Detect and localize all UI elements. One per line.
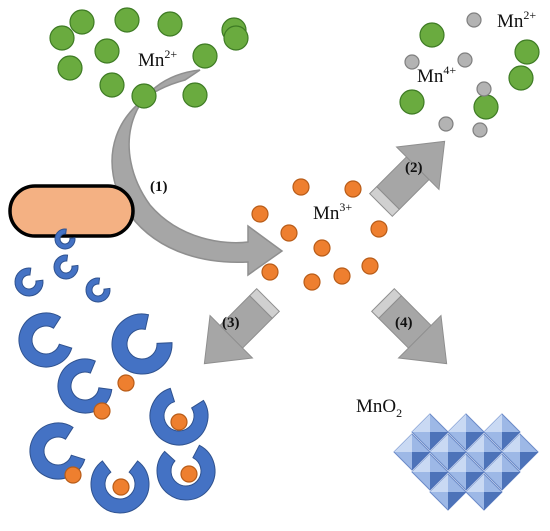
- mn2-mn4-ion-cluster: [399, 12, 540, 138]
- mn2-ion: [514, 39, 540, 65]
- mn4-ion: [457, 52, 473, 68]
- mno2-octahedron: [465, 433, 503, 471]
- bound-mn3-ion: [112, 478, 130, 496]
- mno2-octahedron: [483, 453, 521, 491]
- mno2-octahedron: [393, 433, 431, 471]
- mno2-octahedron: [483, 413, 521, 451]
- mn4-ion: [472, 122, 488, 138]
- mn2-ion: [94, 38, 120, 64]
- mn2-ion: [131, 83, 157, 109]
- siderophore-small: [53, 254, 79, 280]
- siderophore-small: [14, 267, 44, 297]
- siderophore-group: [14, 228, 216, 514]
- siderophore-large: [156, 444, 216, 501]
- mn2-ion: [57, 55, 83, 81]
- mno2-crystal-icon: [393, 413, 539, 511]
- siderophore-small: [54, 228, 76, 250]
- arrow-2: [368, 140, 446, 218]
- mn2-ion: [508, 65, 534, 91]
- mn3-ion: [344, 180, 362, 198]
- mn4-ion: [404, 54, 420, 70]
- mn2-ion: [69, 9, 95, 35]
- mn2-ion-cluster: [49, 7, 249, 109]
- bound-mn3-ion: [93, 402, 111, 420]
- mn2-ion: [114, 7, 140, 33]
- mn2-ion: [473, 94, 499, 120]
- mn4-label: Mn4+: [417, 63, 456, 87]
- mn3-ion-cluster: [251, 178, 388, 291]
- step-4-label: (4): [395, 315, 413, 331]
- mn3-ion: [303, 273, 321, 291]
- arrow-4: [370, 287, 448, 365]
- mn4-ion: [438, 116, 454, 132]
- mno2-octahedron: [465, 473, 503, 511]
- mn2-ion: [192, 43, 218, 69]
- step-2-label: (2): [405, 160, 423, 176]
- arrow-3: [203, 287, 281, 365]
- mn2-ion: [49, 25, 75, 51]
- bound-mn3-ion: [180, 465, 198, 483]
- mn4-ion: [476, 81, 492, 97]
- mno2-octahedron: [447, 453, 485, 491]
- mn2-right-label: Mn2+: [497, 8, 536, 32]
- step-3-label: (3): [222, 315, 240, 331]
- mno2-octahedron: [411, 413, 449, 451]
- mn3-ion: [261, 263, 279, 281]
- mn2-ion: [157, 11, 183, 37]
- mno2-octahedron: [411, 453, 449, 491]
- mn3-ion: [361, 257, 379, 275]
- bound-mn3-ion: [117, 374, 135, 392]
- mn3-ion: [313, 239, 331, 257]
- mn4-ion: [466, 12, 482, 28]
- siderophore-large: [29, 422, 86, 480]
- mn3-label: Mn3+: [313, 200, 352, 224]
- mno2-label: MnO2: [356, 396, 402, 420]
- bacterium-cell-icon: [8, 184, 135, 238]
- mn2-ion: [419, 22, 445, 48]
- step-1-label: (1): [150, 179, 168, 195]
- mn3-ion: [251, 205, 269, 223]
- curved-arrow-1: [111, 69, 284, 277]
- mn2-ion: [99, 72, 125, 98]
- bound-mn3-ion: [64, 466, 82, 484]
- mn3-ion: [292, 178, 310, 196]
- mn3-ion: [280, 224, 298, 242]
- mn3-ion: [370, 220, 388, 238]
- mno2-octahedron: [447, 413, 485, 451]
- siderophore-large: [57, 358, 113, 414]
- bound-mn3-ion: [170, 413, 188, 431]
- siderophore-large: [18, 312, 73, 368]
- siderophore-large: [149, 387, 209, 446]
- siderophore-large: [111, 313, 173, 375]
- mn2-ion: [182, 82, 208, 108]
- mn2-ion: [399, 89, 425, 115]
- mn2-ion: [223, 25, 249, 51]
- mn2-top-label: Mn2+: [138, 47, 177, 71]
- siderophore-small: [85, 277, 111, 303]
- siderophore-large: [90, 460, 150, 514]
- mno2-octahedron: [429, 433, 467, 471]
- mno2-octahedron: [501, 433, 539, 471]
- mn3-ion: [333, 267, 351, 285]
- mno2-octahedron: [429, 473, 467, 511]
